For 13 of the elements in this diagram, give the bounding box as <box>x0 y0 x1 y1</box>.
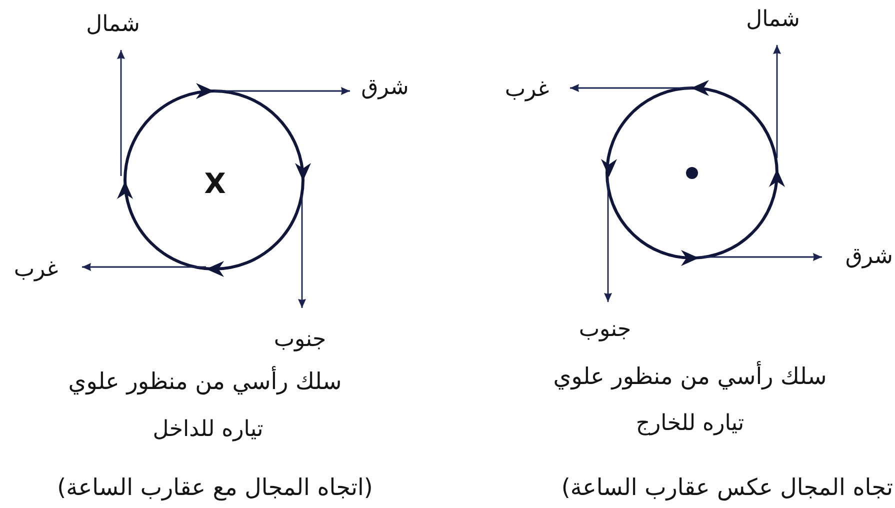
direction-label: شمال <box>746 6 800 34</box>
direction-label: جنوب <box>578 316 632 344</box>
caption-text: (اتجاه المجال مع عقارب الساعة) <box>57 475 373 503</box>
caption-text: تياره للخارج <box>636 410 744 438</box>
direction-label: شرق <box>845 244 893 270</box>
caption-text: تجاه المجال عكس عقارب الساعة) <box>561 475 893 503</box>
direction-label: جنوب <box>274 326 326 354</box>
current-in-symbol: X <box>204 167 226 201</box>
caption-text: تياره للداخل <box>152 416 264 444</box>
direction-label: غرب <box>14 256 58 284</box>
direction-label: شرق <box>361 74 409 102</box>
direction-label: شمال <box>86 12 140 38</box>
direction-label: غرب <box>504 76 550 104</box>
